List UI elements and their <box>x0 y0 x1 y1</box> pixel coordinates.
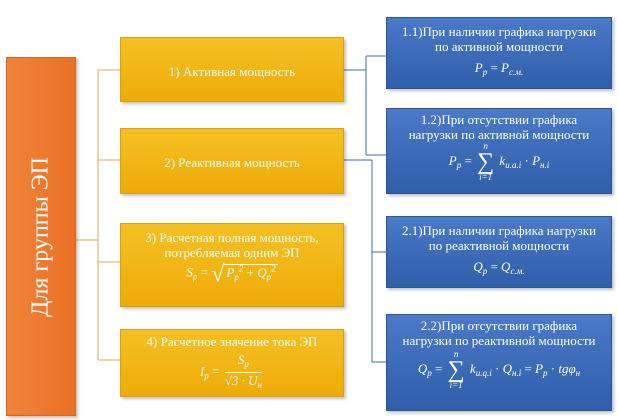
active-without-graph-box: 1.2)При отсутствии графика нагрузки по а… <box>386 108 612 194</box>
active-without-graph-formula: Pр = n∑i=1 kи.а.i · Pн.i <box>448 141 550 182</box>
current-formula: Iр = Sр √3 · Uн <box>200 352 262 390</box>
reactive-power-box: 2) Реактивная мощность <box>120 128 344 194</box>
reactive-without-graph-label-line1: 2.2)При отсутствии графика <box>420 318 578 333</box>
current-box: 4) Расчетное значение тока ЭП Iр = Sр √3… <box>120 329 344 397</box>
apparent-power-box: 3) Расчетная полная мощность, потребляем… <box>120 223 344 307</box>
active-with-graph-formula: Pр = Pс.м. <box>474 60 524 77</box>
reactive-with-graph-formula: Qр = Qс.м. <box>473 259 525 276</box>
apparent-power-label-line1: 3) Расчетная полная мощность, <box>145 230 319 245</box>
active-without-graph-label-line1: 1.2)При отсутствии графика <box>420 112 578 127</box>
reactive-with-graph-box: 2.1)При наличии графика нагрузки по реак… <box>386 216 612 288</box>
apparent-power-label-line2: потребляемая одним ЭП <box>164 245 300 260</box>
reactive-without-graph-box: 2.2)При отсутствии графика нагрузки по р… <box>386 314 612 411</box>
root-group-label: Для группы ЭП <box>27 156 54 317</box>
active-with-graph-box: 1.1)При наличии графика нагрузки по акти… <box>386 17 612 89</box>
active-with-graph-label-line1: 1.1)При наличии графика нагрузки <box>401 24 597 39</box>
reactive-without-graph-label-line2: нагрузки по реактивной мощности <box>402 333 596 348</box>
reactive-with-graph-label-line1: 2.1)При наличии графика нагрузки <box>401 223 597 238</box>
reactive-power-label: 2) Реактивная мощность <box>164 155 300 170</box>
current-label: 4) Расчетное значение тока ЭП <box>146 334 318 349</box>
active-with-graph-label-line2: по активной мощности <box>435 39 563 54</box>
reactive-with-graph-label-line2: по реактивной мощности <box>428 238 570 253</box>
active-without-graph-label-line2: нагрузки по активной мощности <box>408 127 590 142</box>
active-power-label: 1) Активная мощность <box>168 64 296 79</box>
apparent-power-formula: Sр = √Pр2 + Qр2 <box>186 261 278 288</box>
reactive-without-graph-formula: Qр = n∑i=1 kи.q.i · Qн.i = Pр · tgφн <box>417 349 581 390</box>
root-group-box: Для группы ЭП <box>6 57 76 416</box>
active-power-box: 1) Активная мощность <box>120 37 344 102</box>
